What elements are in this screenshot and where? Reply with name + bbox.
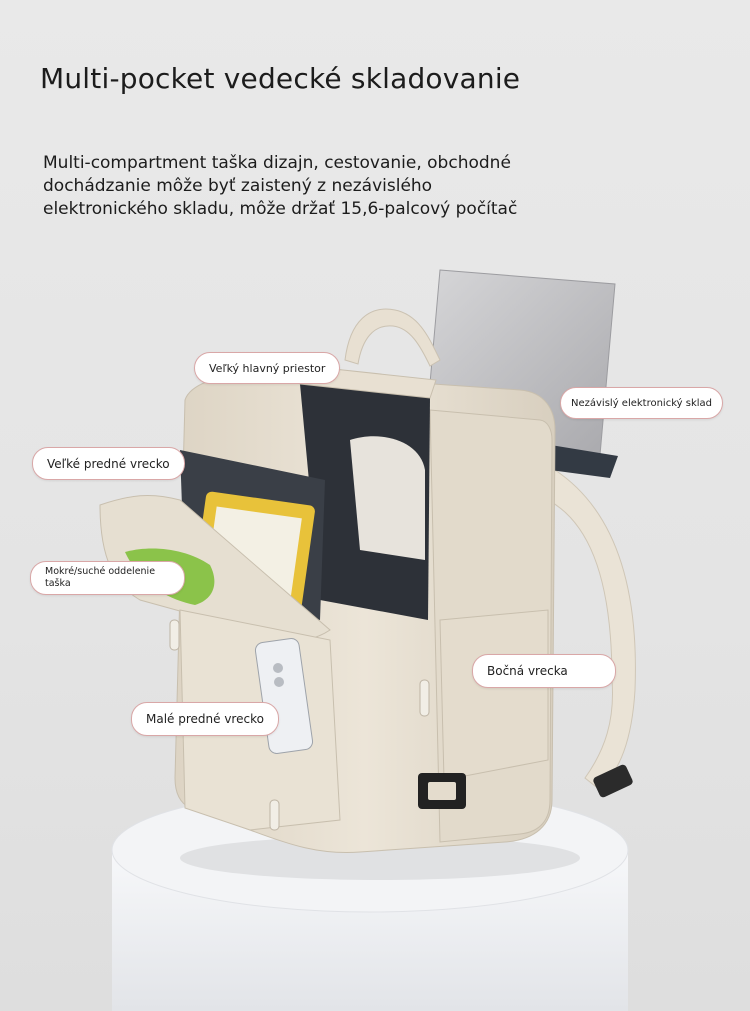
callout-main-compartment: Veľký hlavný priestor: [194, 352, 341, 384]
page-title: Multi-pocket vedecké skladovanie: [40, 62, 521, 95]
callout-electronics-storage: Nezávislý elektronický sklad: [560, 387, 723, 419]
bag-shadow: [180, 836, 580, 880]
top-handle: [344, 308, 441, 367]
product-description: Multi-compartment taška dizajn, cestovan…: [43, 153, 518, 219]
callout-wet-dry-bag: Mokré/suché oddelenie taška: [30, 561, 185, 595]
backpack: [99, 365, 556, 854]
callout-side-pockets: Bočná vrecka: [472, 654, 616, 688]
shoulder-strap: [547, 469, 636, 798]
callout-small-front-pocket: Malé predné vrecko: [131, 702, 279, 736]
callout-large-front-pocket: Veľké predné vrecko: [32, 447, 185, 480]
